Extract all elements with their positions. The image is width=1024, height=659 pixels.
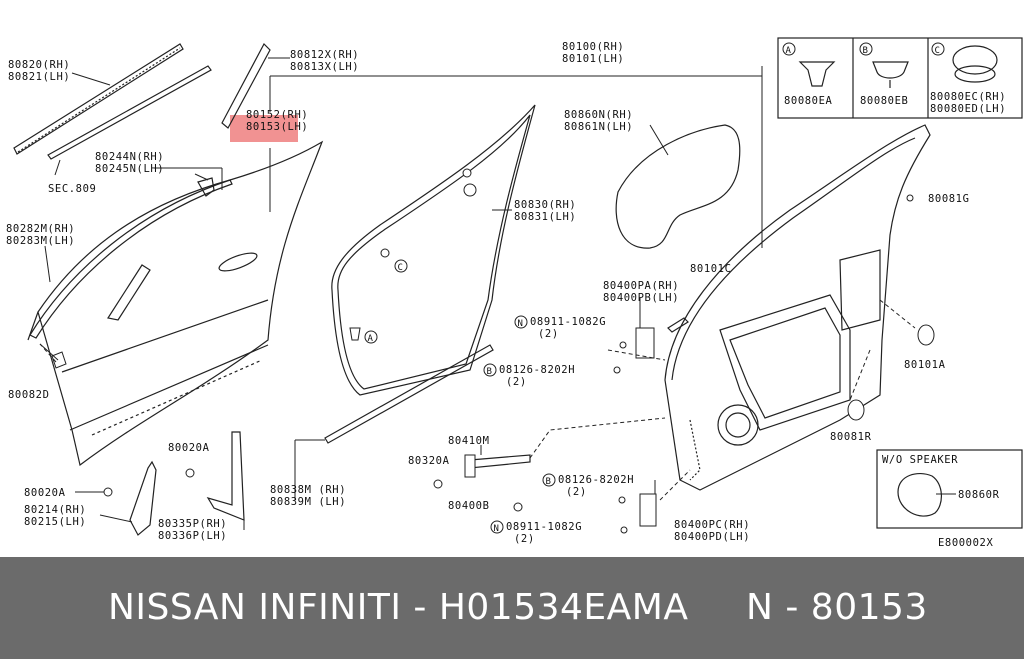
label-08911-top-qty: (2) — [538, 328, 559, 340]
label-80400pa[interactable]: 80400PA(RH) — [603, 280, 679, 292]
clip-c-letter: C — [935, 46, 941, 56]
label-80245n[interactable]: 80245N(LH) — [95, 163, 164, 175]
label-08126-top[interactable]: 08126-8202H — [499, 364, 575, 376]
plug-80081r-drawing — [847, 399, 865, 421]
label-80400pd[interactable]: 80400PD(LH) — [674, 531, 750, 543]
label-08911-top[interactable]: 08911-1082G — [530, 316, 606, 328]
label-08911-bottom[interactable]: 08911-1082G — [506, 521, 582, 533]
plug-80101a-drawing — [917, 324, 935, 346]
label-80320a[interactable]: 80320A — [408, 455, 450, 467]
label-80838m[interactable]: 80838M (RH) — [270, 484, 346, 496]
sealing-screen-80860n-drawing — [615, 124, 741, 249]
label-80080ea[interactable]: 80080EA — [784, 95, 833, 107]
label-80244n[interactable]: 80244N(RH) — [95, 151, 164, 163]
clip-reference-panel — [777, 37, 1023, 119]
footer-ref-number: N - 80153 — [746, 587, 928, 628]
footer-bar: NISSAN INFINITI - H01534EAMA N - 80153 — [0, 557, 1024, 659]
label-80101[interactable]: 80101(LH) — [562, 53, 624, 65]
door-outer-panel-drawing — [27, 140, 324, 467]
label-80081r[interactable]: 80081R — [830, 431, 872, 443]
clip-80020a-left-drawing — [103, 487, 113, 497]
without-speaker-title: W/O SPEAKER — [882, 454, 958, 466]
footer-part-number: NISSAN INFINITI - H01534EAMA — [108, 587, 689, 628]
label-80153[interactable]: 80153(LH) — [246, 121, 308, 133]
bracket-80214-drawing — [129, 460, 157, 536]
label-80831[interactable]: 80831(LH) — [514, 211, 576, 223]
sash-garnish-drawing — [221, 43, 271, 129]
label-80400pc[interactable]: 80400PC(RH) — [674, 519, 750, 531]
label-80400pb[interactable]: 80400PB(LH) — [603, 292, 679, 304]
marker-b-bottom-letter: B — [546, 477, 552, 487]
without-speaker-panel — [876, 449, 1023, 529]
label-80101c[interactable]: 80101C — [690, 263, 732, 275]
label-80283m[interactable]: 80283M(LH) — [6, 235, 75, 247]
label-80335p[interactable]: 80335P(RH) — [158, 518, 227, 530]
clip-a-letter: A — [786, 46, 792, 56]
label-80282m[interactable]: 80282M(RH) — [6, 223, 75, 235]
label-08126-top-qty: (2) — [506, 376, 527, 388]
label-80214[interactable]: 80214(RH) — [24, 504, 86, 516]
diagram-code: E800002X — [938, 537, 993, 549]
label-80861n[interactable]: 80861N(LH) — [564, 121, 633, 133]
channel-80335p-drawing — [206, 431, 245, 521]
label-80215[interactable]: 80215(LH) — [24, 516, 86, 528]
moulding-80282m-drawing — [29, 179, 233, 339]
label-sec809[interactable]: SEC.809 — [48, 183, 96, 195]
marker-c-seal-letter: C — [398, 263, 404, 273]
plug-80081g-drawing — [906, 194, 914, 202]
marker-c-seal — [394, 259, 408, 273]
marker-n-bottom-letter: N — [494, 524, 500, 534]
marker-b-top-letter: B — [487, 367, 493, 377]
label-80080ec[interactable]: 80080EC(RH) — [930, 91, 1006, 103]
label-80101a[interactable]: 80101A — [904, 359, 946, 371]
label-08126-bottom[interactable]: 08126-8202H — [558, 474, 634, 486]
label-80400b[interactable]: 80400B — [448, 500, 490, 512]
marker-b-bottom — [542, 473, 556, 487]
label-80860n[interactable]: 80860N(RH) — [564, 109, 633, 121]
label-80100[interactable]: 80100(RH) — [562, 41, 624, 53]
door-parts-diagram: 80820(RH) 80821(LH) SEC.809 80812X(RH) 8… — [6, 37, 1023, 549]
label-80080ed[interactable]: 80080ED(LH) — [930, 103, 1006, 115]
label-80830[interactable]: 80830(RH) — [514, 199, 576, 211]
marker-b-top — [483, 363, 497, 377]
label-80821[interactable]: 80821(LH) — [8, 71, 70, 83]
seal-80101c-drawing — [667, 317, 689, 333]
clip-80020a-right-drawing — [185, 468, 195, 478]
label-80820[interactable]: 80820(RH) — [8, 59, 70, 71]
check-link-80410m-drawing — [469, 454, 531, 469]
marker-n-top — [514, 315, 528, 329]
clip-b-letter: B — [863, 46, 869, 56]
label-08911-bottom-qty: (2) — [514, 533, 535, 545]
strip-80838m-drawing — [324, 344, 494, 444]
label-80020a-left[interactable]: 80020A — [24, 487, 66, 499]
label-80839m[interactable]: 80839M (LH) — [270, 496, 346, 508]
door-inner-80100-drawing — [664, 124, 931, 491]
label-80860r[interactable]: 80860R — [958, 489, 1000, 501]
label-08126-bottom-qty: (2) — [566, 486, 587, 498]
marker-n-bottom — [490, 520, 504, 534]
hinge-bottom-drawing — [618, 493, 657, 534]
marker-n-top-letter: N — [518, 319, 524, 329]
label-80410m[interactable]: 80410M — [448, 435, 490, 447]
marker-a-seal-letter: A — [368, 334, 374, 344]
label-80080eb[interactable]: 80080EB — [860, 95, 908, 107]
label-80020a-right[interactable]: 80020A — [168, 442, 210, 454]
weatherstrip-80820-drawing — [13, 43, 212, 160]
hinge-top-drawing — [613, 327, 655, 374]
label-80336p[interactable]: 80336P(LH) — [158, 530, 227, 542]
label-80813x[interactable]: 80813X(LH) — [290, 61, 359, 73]
label-80152[interactable]: 80152(RH) — [246, 109, 308, 121]
door-seal-80830-drawing — [331, 104, 536, 396]
grommet-80082d-drawing — [51, 351, 67, 369]
label-80081g[interactable]: 80081G — [928, 193, 970, 205]
selected-part-highlight — [230, 115, 298, 142]
label-80812x[interactable]: 80812X(RH) — [290, 49, 359, 61]
marker-a-seal — [364, 330, 378, 344]
label-80082d[interactable]: 80082D — [8, 389, 50, 401]
